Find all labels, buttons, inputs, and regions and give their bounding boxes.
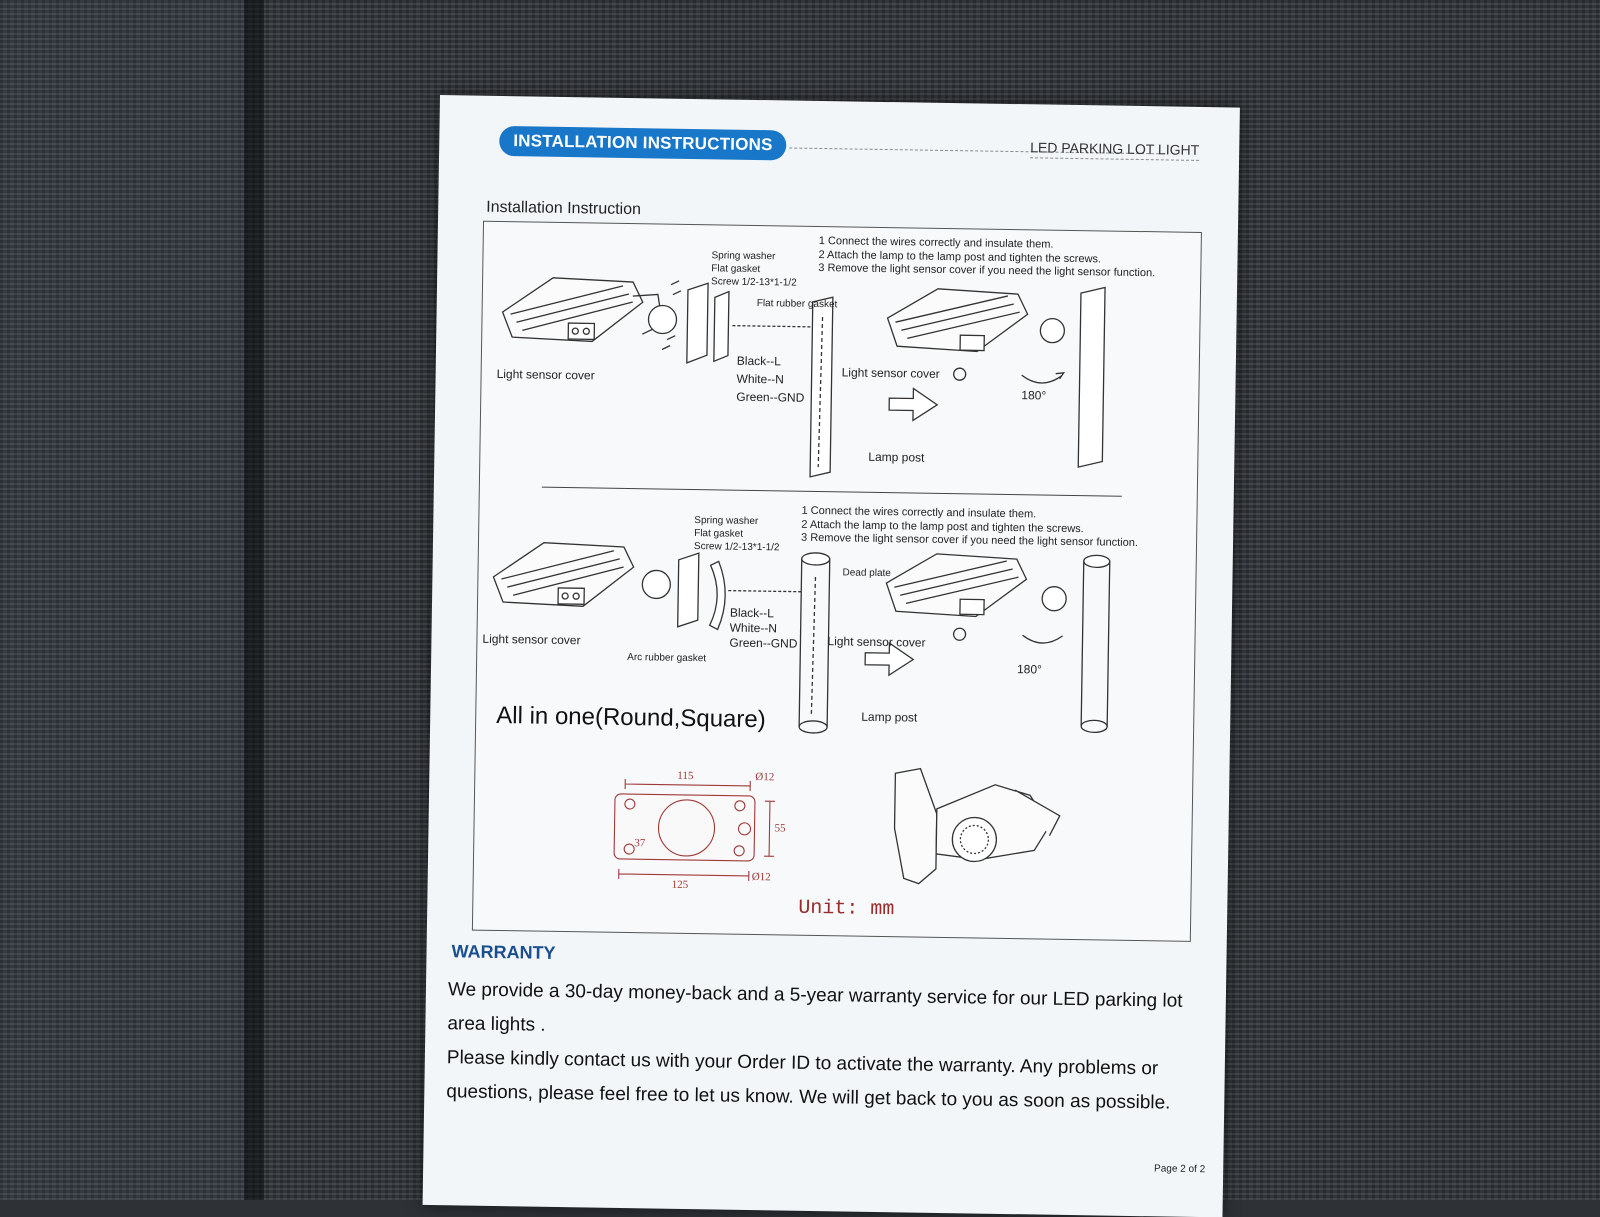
wire-green-bottom: Green--GND bbox=[729, 635, 798, 651]
lamp-head-left-top bbox=[501, 277, 644, 343]
wire-white-bottom: White--N bbox=[729, 620, 778, 636]
warranty-paragraph-2: Please kindly contact us with your Order… bbox=[446, 1047, 1171, 1114]
dimension-hole-bottom-label: Ø12 bbox=[751, 870, 771, 884]
carpet-seam bbox=[244, 0, 264, 1200]
dimension-115-label: 115 bbox=[677, 769, 694, 783]
bracket-plate-top bbox=[686, 282, 709, 364]
rotation-arrowhead-top bbox=[1055, 372, 1066, 380]
adapter-dimension-drawing bbox=[613, 778, 775, 881]
screws-top bbox=[661, 280, 682, 351]
unit-note: Unit: mm bbox=[798, 896, 895, 922]
wire-green-top: Green--GND bbox=[736, 389, 805, 405]
rotation-label-bottom: 180° bbox=[1016, 662, 1042, 677]
steps-top: 1 Connect the wires correctly and insula… bbox=[818, 235, 1156, 281]
part-spring-washer-top: Spring washer bbox=[711, 250, 776, 263]
wire-black-bottom: Black--L bbox=[729, 605, 775, 621]
wire-white-top: White--N bbox=[736, 371, 785, 387]
diagram-drawings bbox=[492, 277, 1111, 885]
dimension-37-label: 37 bbox=[634, 837, 646, 850]
part-flat-gasket-top: Flat gasket bbox=[711, 263, 761, 276]
warranty-heading: WARRANTY bbox=[451, 941, 556, 963]
all-in-one-heading: All in one(Round,Square) bbox=[496, 701, 766, 734]
mounted-post-top bbox=[1077, 286, 1106, 468]
flat-rubber-gasket-shape bbox=[713, 290, 730, 363]
bracket-plate-bottom bbox=[677, 552, 700, 628]
warranty-paragraph-1: We provide a 30-day money-back and a 5-y… bbox=[447, 979, 1183, 1036]
rotation-arc-bottom bbox=[1022, 634, 1063, 644]
page-number: Page 2 of 2 bbox=[1153, 1163, 1206, 1176]
part-flat-gasket-bottom: Flat gasket bbox=[694, 528, 744, 540]
adapter-3d-sketch bbox=[893, 767, 1061, 885]
flat-rubber-gasket-label: Flat rubber gasket bbox=[756, 298, 838, 311]
arrow-right-top bbox=[888, 387, 939, 422]
arc-rubber-gasket-label: Arc rubber gasket bbox=[627, 652, 707, 665]
mount-arm-bottom bbox=[641, 569, 671, 600]
warranty-body: We provide a 30-day money-back and a 5-y… bbox=[446, 973, 1188, 1121]
part-screw-bottom: Screw 1/2-13*1-1/2 bbox=[693, 541, 780, 554]
instructions-banner: INSTALLATION INSTRUCTIONS bbox=[499, 125, 787, 161]
rotation-arc-top bbox=[1021, 374, 1063, 384]
part-spring-washer-bottom: Spring washer bbox=[694, 515, 759, 528]
rotation-label-top: 180° bbox=[1021, 388, 1047, 403]
light-sensor-cover-icon-top bbox=[953, 367, 967, 381]
section-heading: Installation Instruction bbox=[486, 198, 642, 219]
light-sensor-cover-label-top: Light sensor cover bbox=[496, 366, 595, 383]
light-sensor-cover-right-top: Light sensor cover bbox=[841, 365, 940, 381]
dimension-55 bbox=[764, 800, 775, 857]
wire-lines-bottom bbox=[728, 589, 804, 593]
steps-bottom: 1 Connect the wires correctly and insula… bbox=[801, 505, 1139, 551]
product-title: LED PARKING LOT LIGHT bbox=[1029, 139, 1200, 161]
light-sensor-cover-icon-bottom bbox=[952, 627, 967, 641]
lamp-head-right-top bbox=[886, 288, 1066, 353]
wire-lines-top bbox=[732, 324, 813, 328]
light-sensor-cover-right-bottom: Light sensor cover bbox=[827, 634, 926, 650]
lamp-post-label-bottom: Lamp post bbox=[861, 709, 918, 725]
lamp-post-top bbox=[809, 296, 834, 478]
dimension-125 bbox=[618, 868, 750, 881]
carpet-left-tile bbox=[0, 0, 244, 1200]
instruction-sheet: INSTALLATION INSTRUCTIONS LED PARKING LO… bbox=[422, 95, 1240, 1217]
arc-rubber-gasket-shape bbox=[708, 560, 726, 631]
mount-arm-top bbox=[632, 293, 678, 335]
dead-plate-label: Dead plate bbox=[842, 567, 891, 580]
light-sensor-cover-label-bottom: Light sensor cover bbox=[482, 631, 581, 648]
arrow-right-bottom bbox=[864, 641, 915, 677]
round-lamp-post-bottom bbox=[798, 552, 831, 734]
installation-diagram: 1 Connect the wires correctly and insula… bbox=[471, 220, 1202, 942]
dimension-125-label: 125 bbox=[671, 878, 689, 891]
dimension-hole-top-label: Ø12 bbox=[755, 771, 775, 784]
part-screw-top: Screw 1/2-13*1-1/2 bbox=[711, 276, 797, 289]
lamp-head-right-bottom bbox=[885, 553, 1067, 618]
wire-black-top: Black--L bbox=[736, 353, 781, 369]
lamp-head-left-bottom bbox=[492, 542, 635, 607]
lamp-post-label-top: Lamp post bbox=[868, 449, 925, 465]
dimension-55-label: 55 bbox=[774, 822, 786, 835]
mounted-round-post-bottom bbox=[1080, 554, 1111, 734]
dimension-115 bbox=[624, 778, 751, 791]
